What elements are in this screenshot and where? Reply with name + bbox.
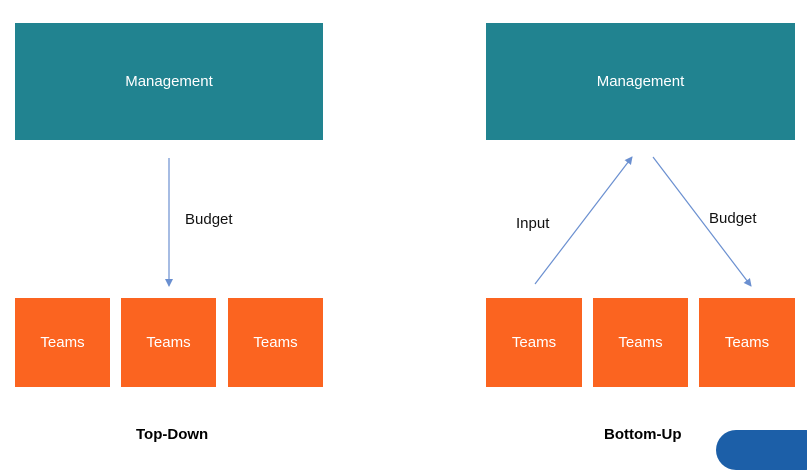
top-down-caption: Top-Down <box>136 426 209 443</box>
bottom-up-team-label-1: Teams <box>511 334 557 351</box>
bottom-up-team-box-3: Teams <box>699 298 795 387</box>
top-down-team-box-2: Teams <box>121 298 216 387</box>
bottom-up-team-box-2: Teams <box>593 298 688 387</box>
diagram-arrows <box>165 156 752 287</box>
bottom-up-budget-label: Budget <box>709 210 757 227</box>
top-down-team-label-2: Teams <box>146 334 191 351</box>
bottom-up-team-label-3: Teams <box>724 334 770 351</box>
top-down-budget-label: Budget <box>185 211 233 228</box>
top-down-team-label-1: Teams <box>40 334 85 351</box>
bottom-up-management-label: Management <box>596 73 685 90</box>
bottom-up-input-arrow <box>534 156 633 285</box>
bottom-up-management-box: Management <box>486 23 795 140</box>
bottom-up-caption: Bottom-Up <box>604 426 682 443</box>
top-down-team-box-3: Teams <box>228 298 323 387</box>
top-down-management-box: Management <box>15 23 323 140</box>
bottom-up-team-label-2: Teams <box>618 334 663 351</box>
top-down-team-label-3: Teams <box>253 334 298 351</box>
bottom-up-input-label: Input <box>516 215 550 232</box>
top-down-management-label: Management <box>125 73 213 90</box>
bottom-up-budget-arrow <box>652 156 752 287</box>
top-down-team-box-1: Teams <box>15 298 110 387</box>
corner-badge[interactable] <box>716 430 807 470</box>
bottom-up-team-box-1: Teams <box>486 298 582 387</box>
